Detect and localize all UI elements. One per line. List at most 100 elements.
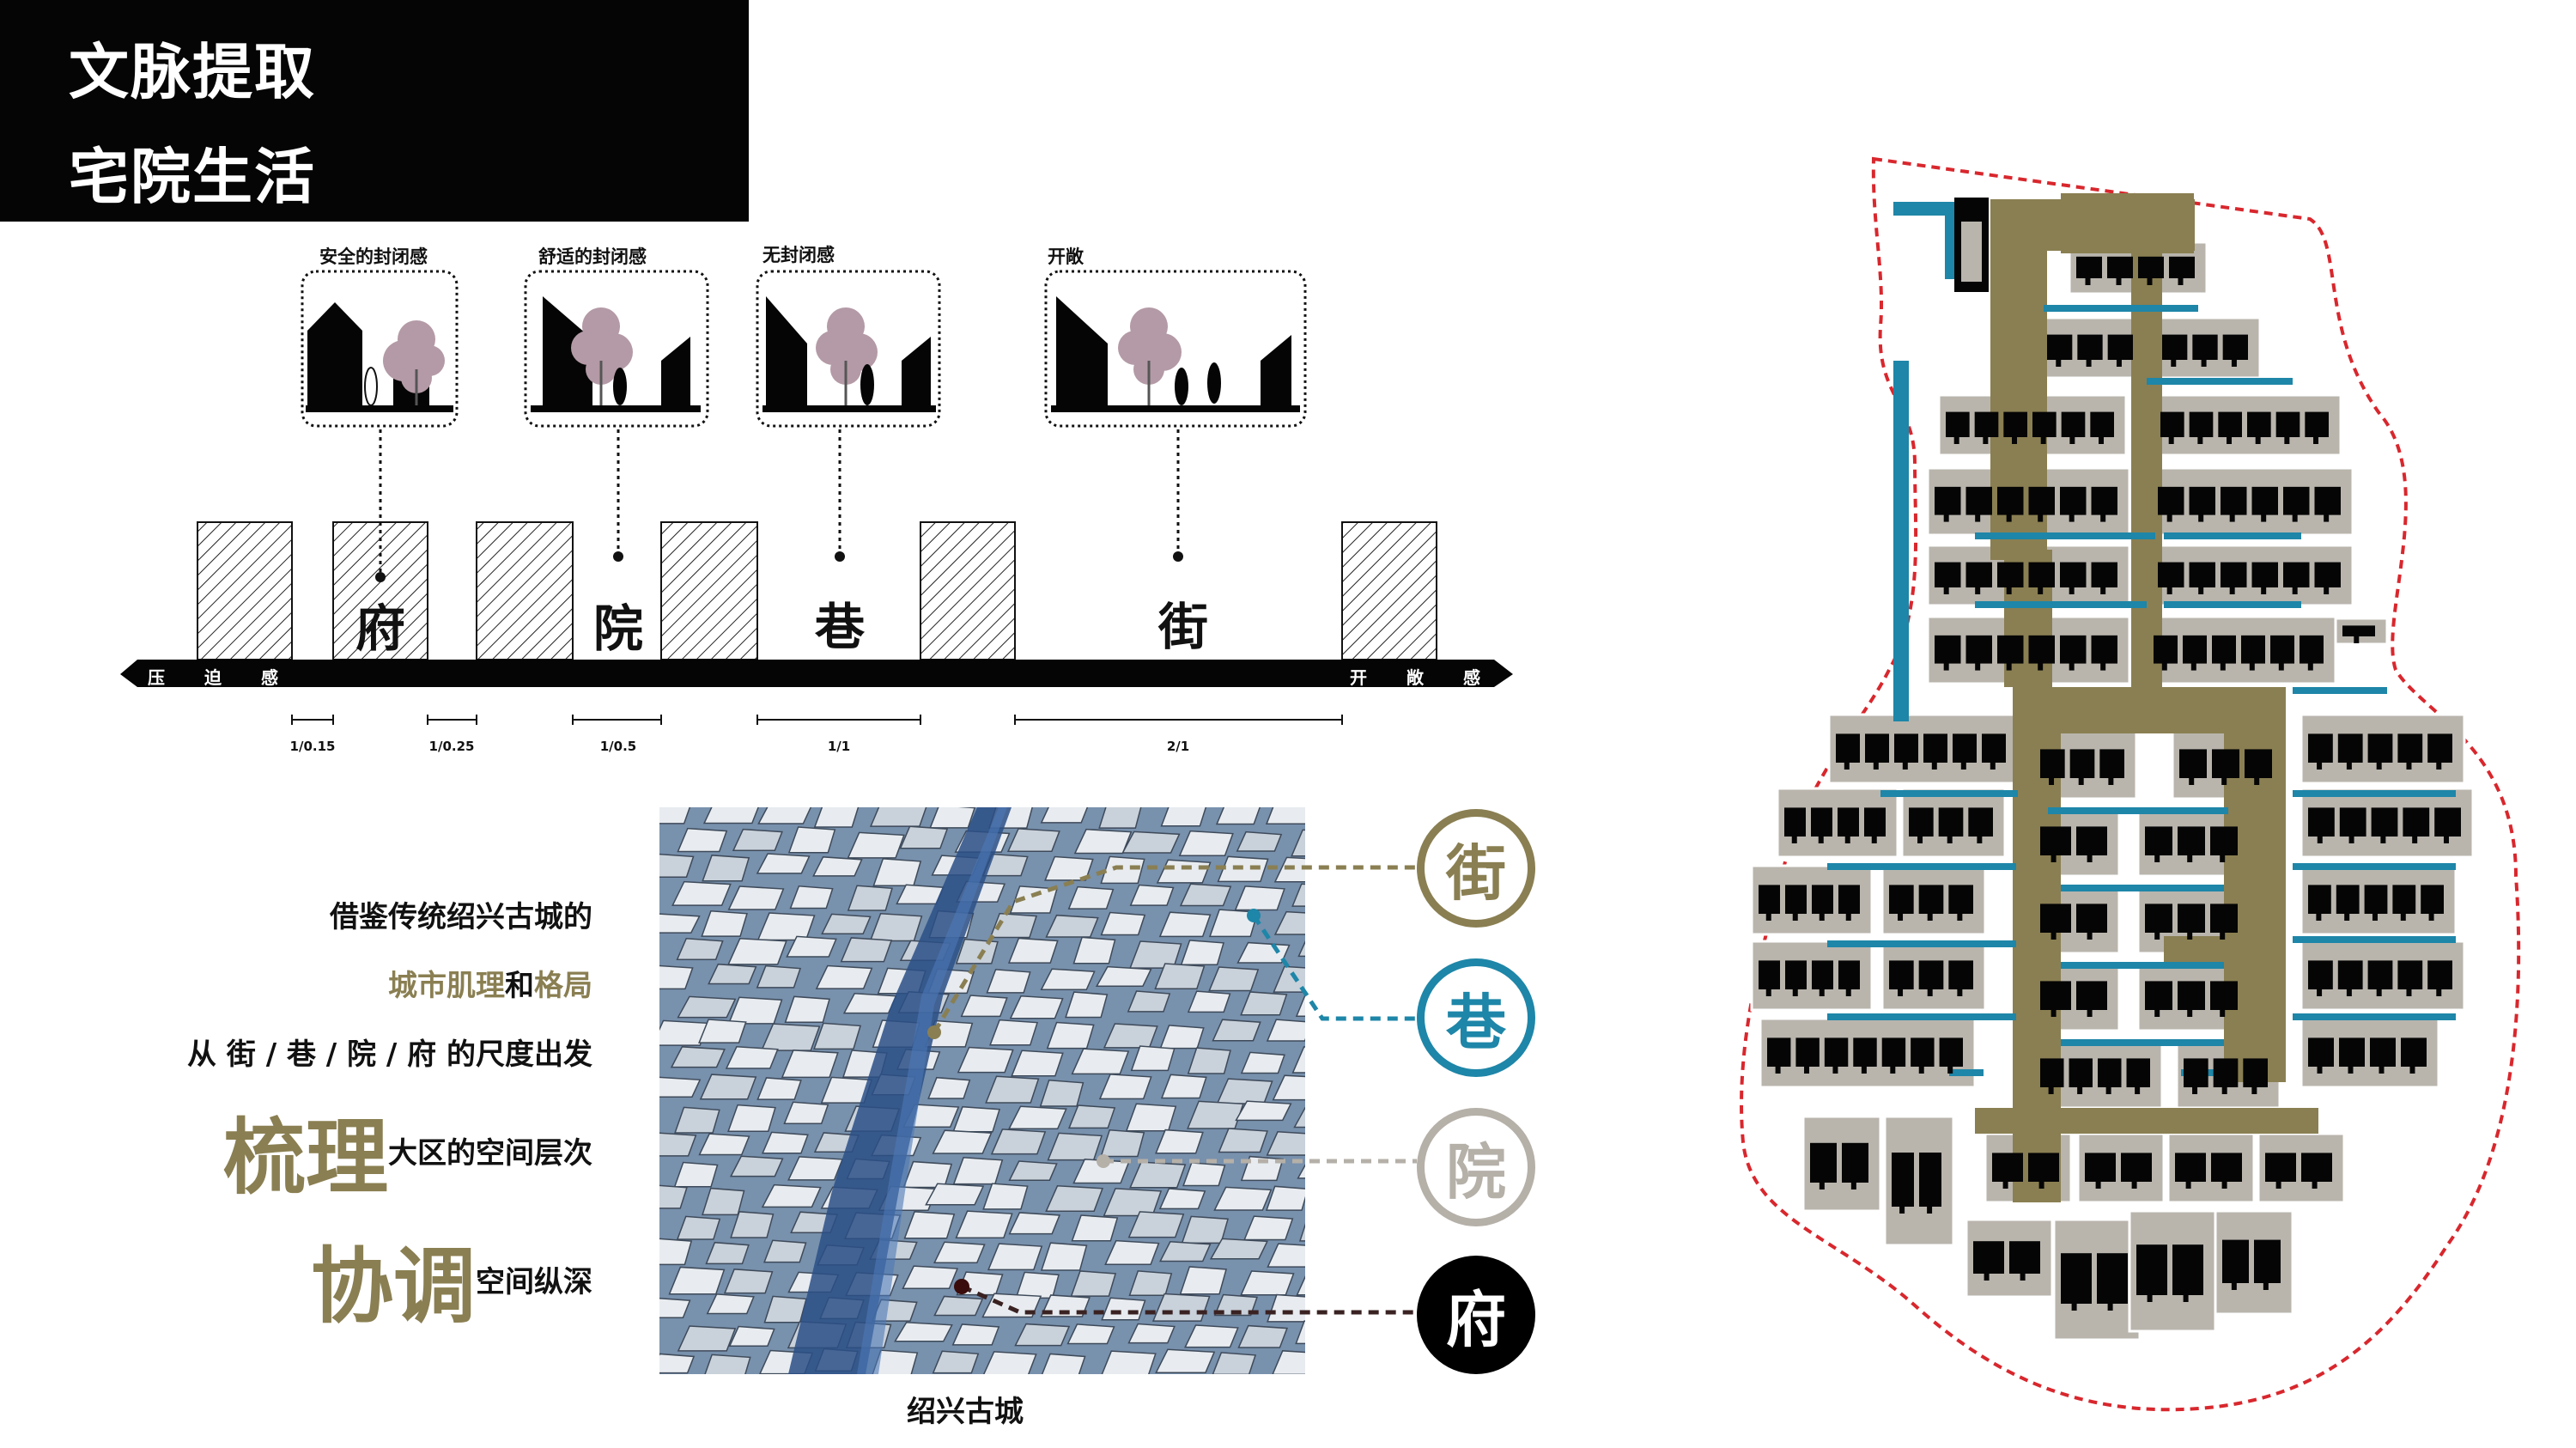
mansion-footprint [2192, 334, 2218, 360]
mansion-footprint [2116, 358, 2122, 367]
mansion-footprint [1812, 885, 1833, 914]
roof-shape [761, 1131, 809, 1154]
mansion-footprint [2265, 1153, 2296, 1182]
mansion-footprint [2283, 486, 2310, 515]
mansion-footprint [1975, 513, 1981, 522]
roof-shape [670, 1046, 726, 1068]
roof-shape [704, 1354, 751, 1374]
mansion-footprint [2060, 635, 2087, 664]
mansion-footprint [2077, 1086, 2083, 1094]
mansion-footprint [2427, 960, 2452, 989]
caption-open: 开敞 [1048, 246, 1084, 267]
mansion-footprint [1965, 486, 1992, 515]
mansion-footprint [2061, 411, 2086, 437]
mansion-footprint [2397, 960, 2423, 989]
mansion-footprint [2158, 562, 2184, 587]
mansion-footprint [2040, 903, 2071, 933]
mansion-footprint [1927, 1205, 1933, 1214]
mansion-footprint [2154, 854, 2160, 862]
mansion-footprint [1943, 513, 1949, 522]
mansion-footprint [2300, 635, 2324, 664]
mansion-footprint [1810, 1142, 1837, 1183]
roof-shape [659, 1076, 702, 1098]
mansion-footprint [1767, 1037, 1791, 1067]
mansion-footprint [1953, 733, 1977, 763]
mansion-footprint [2376, 761, 2382, 770]
mansion-footprint [2135, 1086, 2141, 1094]
mansion-footprint [2247, 411, 2271, 437]
mansion-footprint [2189, 411, 2214, 437]
label-fu: 府 [355, 599, 406, 658]
roof-shape [659, 1297, 691, 1319]
mansion-footprint [1965, 635, 1992, 664]
mansion-footprint [2292, 586, 2298, 594]
site-boundary [1740, 156, 2521, 1412]
roof-shape [671, 880, 732, 906]
mansion-footprint [1784, 807, 1806, 837]
old-town-aerial-photo [659, 807, 1305, 1374]
roof-shape [659, 1132, 697, 1157]
roof-shape [1236, 830, 1283, 852]
mansion-footprint [2275, 411, 2300, 437]
roof-shape [1104, 1239, 1160, 1265]
mansion-footprint [2056, 358, 2062, 367]
roof-shape [925, 1183, 985, 1206]
mansion-footprint [1909, 807, 1934, 837]
mansion-footprint [2210, 981, 2238, 1010]
roof-shape [702, 807, 759, 824]
section-box-jie [1044, 270, 1307, 428]
mansion-footprint [2190, 661, 2196, 671]
mansion-footprint [2006, 586, 2012, 594]
roof-shape [1215, 807, 1261, 825]
mansion-footprint [2178, 826, 2205, 855]
mansion-footprint [2107, 334, 2133, 360]
mansion-footprint [1975, 586, 1981, 594]
roof-shape [756, 1077, 802, 1100]
roof-shape [869, 913, 923, 942]
roof-shape [1129, 940, 1182, 969]
mansion-footprint [1853, 1037, 1877, 1067]
roof-shape [677, 995, 737, 1019]
roof-shape [1066, 1323, 1115, 1345]
roof-shape [1235, 1100, 1292, 1122]
roof-shape [783, 1101, 829, 1124]
roof-shape [1267, 1243, 1305, 1268]
mansion-footprint [1894, 733, 1918, 763]
roof-shape [1009, 995, 1064, 1019]
mansion-footprint [2406, 988, 2412, 996]
roof-shape [815, 964, 873, 989]
mansion-footprint [2028, 1153, 2059, 1182]
roof-shape [1155, 1348, 1216, 1373]
mansion-footprint [2364, 885, 2388, 914]
legend-street-circle: 街 [1417, 809, 1535, 928]
connector-word: 和 [505, 969, 534, 1003]
roof-shape [705, 1241, 750, 1265]
roof-shape [659, 807, 691, 824]
mansion-footprint [2040, 826, 2071, 855]
roof-shape [1266, 1019, 1305, 1042]
site-plan [1740, 156, 2521, 1412]
roof-shape [1213, 1186, 1273, 1211]
mansion-footprint [2201, 358, 2207, 367]
mansion-footprint [2099, 749, 2124, 778]
roof-shape [1129, 884, 1175, 906]
mansion-footprint [1832, 1065, 1838, 1074]
roof-shape [784, 995, 830, 1024]
mansion-footprint [1899, 1205, 1905, 1214]
mansion-footprint [1838, 885, 1860, 914]
page-subtitle: 宅院生活 [69, 142, 316, 212]
mansion-footprint [2158, 486, 2184, 515]
mansion-footprint [2348, 1065, 2354, 1074]
roof-shape [725, 1045, 779, 1069]
mansion-footprint [1997, 562, 2024, 587]
mansion-footprint [2091, 562, 2117, 587]
mansion-footprint [2048, 1086, 2054, 1094]
description-line3: 从 街 / 巷 / 院 / 府 的尺度出发 [187, 1037, 592, 1072]
mansion-footprint [2220, 931, 2226, 940]
mansion-footprint [1953, 435, 1959, 444]
roof-shape [1296, 1275, 1305, 1296]
roof-shape [990, 1129, 1047, 1155]
mansion-footprint [1890, 1065, 1896, 1074]
roof-shape [1187, 1047, 1231, 1074]
mansion-footprint [2100, 513, 2106, 522]
